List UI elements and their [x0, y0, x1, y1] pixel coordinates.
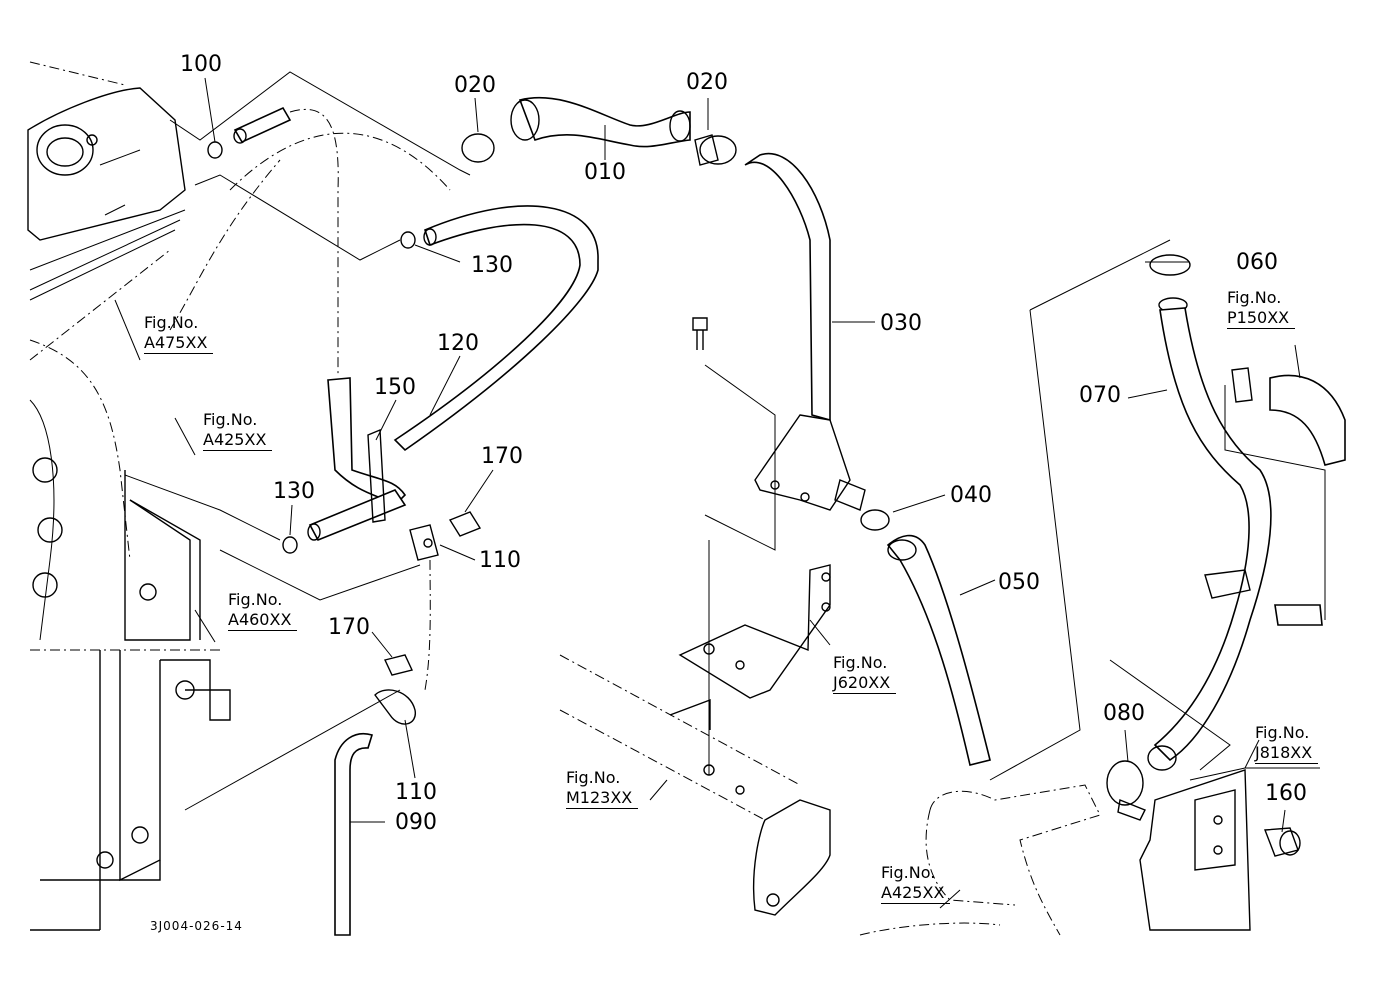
part-label-040: 040	[950, 483, 992, 508]
part-label-010: 010	[584, 160, 626, 185]
part-label-090: 090	[395, 810, 437, 835]
part-label-020: 020	[686, 70, 728, 95]
fig-ref-prefix: Fig.No.	[1255, 723, 1310, 742]
fig-ref-code: P150XX	[1227, 308, 1296, 329]
fig-ref-code: A460XX	[228, 610, 298, 631]
part-label-130: 130	[471, 253, 513, 278]
part-label-070: 070	[1079, 383, 1121, 408]
hose-120	[124, 205, 599, 691]
fig-ref-prefix: Fig.No.	[881, 863, 936, 882]
part-label-160: 160	[1265, 781, 1307, 806]
part-label-170: 170	[481, 444, 523, 469]
hose-090-assembly	[334, 654, 416, 936]
pipe-070-assembly	[1029, 239, 1346, 771]
fig-ref-prefix: Fig.No.	[566, 768, 621, 787]
bracket-j620	[678, 540, 831, 775]
fig-ref-prefix: Fig.No.	[228, 590, 283, 609]
fig-ref-code: J620XX	[833, 673, 897, 694]
hose-050-assembly	[860, 309, 1081, 781]
frame-m123	[559, 654, 831, 916]
fig-ref-prefix: Fig.No.	[144, 313, 199, 332]
fig-ref-j620xx: Fig.No. J620XX	[833, 653, 897, 694]
fig-ref-prefix: Fig.No.	[203, 410, 258, 429]
fig-ref-code: A475XX	[144, 333, 214, 354]
hose-010	[461, 96, 737, 166]
part-label-060: 060	[1236, 250, 1278, 275]
fig-ref-code: M123XX	[566, 788, 639, 809]
engine-block	[29, 339, 401, 931]
callout-leaders	[114, 77, 1301, 909]
fig-ref-j818xx: Fig.No. J818XX	[1255, 723, 1319, 764]
part-label-120: 120	[437, 331, 479, 356]
part-label-110: 110	[479, 548, 521, 573]
hose-100-assembly	[169, 106, 451, 375]
part-label-150: 150	[374, 375, 416, 400]
fig-ref-a460xx: Fig.No. A460XX	[228, 590, 298, 631]
fig-ref-prefix: Fig.No.	[1227, 288, 1282, 307]
fig-ref-m123xx: Fig.No. M123XX	[566, 768, 639, 809]
part-label-050: 050	[998, 570, 1040, 595]
fig-ref-prefix: Fig.No.	[833, 653, 888, 672]
fig-ref-a425xx: Fig.No. A425XX	[881, 863, 951, 904]
fig-ref-code: J818XX	[1255, 743, 1319, 764]
part-label-170: 170	[328, 615, 370, 640]
pipe-030	[692, 152, 866, 551]
reservoir-tank	[27, 61, 186, 361]
fig-ref-code: A425XX	[203, 430, 273, 451]
part-label-020: 020	[454, 73, 496, 98]
part-label-080: 080	[1103, 701, 1145, 726]
lower-right-assembly	[859, 760, 1320, 936]
part-label-030: 030	[880, 311, 922, 336]
fig-ref-a475xx: Fig.No. A475XX	[144, 313, 214, 354]
drawing-code: 3J004-026-14	[150, 919, 243, 933]
part-label-130: 130	[273, 479, 315, 504]
part-label-100: 100	[180, 52, 222, 77]
fig-ref-p150xx: Fig.No. P150XX	[1227, 288, 1296, 329]
fig-ref-code: A425XX	[881, 883, 951, 904]
part-label-110: 110	[395, 780, 437, 805]
fig-ref-a425xx: Fig.No. A425XX	[203, 410, 273, 451]
